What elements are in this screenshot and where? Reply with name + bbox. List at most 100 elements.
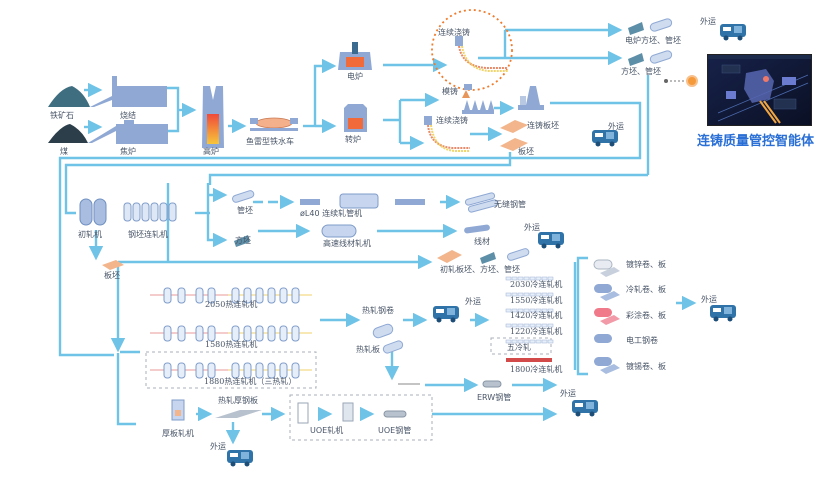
- converter-label: 转炉: [345, 135, 361, 144]
- uoe-press-icon: [297, 402, 309, 424]
- roughing-mill-icon: [79, 198, 107, 226]
- slab-icon: [500, 138, 528, 151]
- cold-product-label: 镀锡卷、板: [626, 362, 666, 371]
- shipping-label: 外运: [701, 295, 717, 304]
- cc-slab-icon: [500, 120, 528, 133]
- cold-mill-icon: [505, 339, 554, 344]
- cold-mill-icon: [505, 276, 554, 281]
- continuous-casting-top-label: 连续浇铸: [438, 28, 470, 37]
- slab-output-icon: [102, 260, 124, 270]
- uoe-mill-icon: [342, 402, 354, 422]
- shipping-truck-icon: [227, 450, 253, 467]
- hot-coil-icon: [372, 323, 394, 339]
- iron-ore-label: 铁矿石: [50, 111, 74, 120]
- coal-pile-icon: [48, 124, 88, 143]
- tube-blank-icon: [232, 190, 255, 203]
- cold-mill-icon: [505, 323, 554, 328]
- roughing-mill-label: 初轧机: [78, 230, 102, 239]
- billet-tube-icon: [628, 50, 673, 66]
- flow-line: [116, 353, 136, 426]
- uoe-pipe-label: UOE钢管: [378, 426, 412, 435]
- cold-mill-label: 2030冷连轧机: [510, 280, 563, 289]
- hot-plate-label: 热轧板: [356, 345, 380, 354]
- heavy-plate-icon: [215, 410, 262, 418]
- connector-dot: [664, 79, 668, 83]
- billet-mill-label: 钢坯连轧机: [128, 230, 168, 239]
- highlight-circle[interactable]: [431, 9, 513, 91]
- square-billet-label: 方坯: [235, 236, 251, 245]
- shipping-truck-icon: [433, 306, 459, 323]
- slab-output-label: 板坯: [104, 271, 120, 280]
- wire-mill-label: 高速线材轧机: [323, 239, 371, 248]
- iron-ore-pile-icon: [48, 86, 90, 107]
- cold-mill-label: 1220冷连轧机: [510, 327, 563, 336]
- pipe-mill-label: øL40 连续轧管机: [300, 209, 363, 218]
- continuous-caster-bottom-icon: [424, 116, 470, 152]
- casting-quality-agent-label[interactable]: 连铸质量管控智能体: [697, 134, 815, 149]
- product-bracket: [576, 256, 588, 376]
- flow-line: [208, 173, 648, 185]
- hot-strip-mill-icon: [150, 325, 312, 342]
- continuous-caster-top-icon: [455, 36, 508, 72]
- seamless-pipe-icon: [464, 192, 499, 213]
- casting-agent-screenshot[interactable]: [707, 54, 812, 126]
- tube-blank-label: 管坯: [237, 206, 253, 215]
- uoe-group: [289, 394, 433, 441]
- hot-mill-1880-label: 1880热连轧机（三热轧）: [204, 377, 297, 386]
- slab-label: 板坯: [518, 147, 534, 156]
- blast-furnace-label: 高炉: [203, 147, 219, 156]
- heavy-plate-label: 热轧厚钢板: [218, 396, 258, 405]
- cold-mill-icon: [505, 308, 554, 313]
- ingot-stripping-icon: [518, 86, 544, 110]
- cold-product-label: 彩涂卷、板: [626, 311, 666, 320]
- electric-furnace-icon: [338, 42, 372, 70]
- shipping-label: 外运: [210, 442, 226, 451]
- shipping-label: 外运: [608, 122, 624, 131]
- torpedo-car-label: 鱼雷型铁水车: [246, 137, 294, 146]
- wire-rod-label: 线材: [474, 237, 490, 246]
- cold-product-label: 冷轧卷、板: [626, 285, 666, 294]
- seamless-pipe-label: 无缝钢管: [494, 200, 526, 209]
- erw-pipe-icon: [482, 380, 502, 388]
- cold-mills: [505, 276, 554, 344]
- cold-mill-icon: [505, 292, 554, 297]
- cold-mill-5-group: [490, 337, 552, 355]
- converter-icon: [344, 104, 367, 132]
- hot-strip-mills: [150, 287, 312, 379]
- cold-product-label: 镀锌卷、板: [626, 260, 666, 269]
- coal-label: 煤: [60, 147, 68, 156]
- coke-oven-label: 焦炉: [120, 147, 136, 156]
- billet-mill-icon: [123, 202, 177, 222]
- rolled-products-label: 初轧板坯、方坯、管坯: [440, 265, 520, 274]
- shipping-truck-icon: [592, 130, 618, 147]
- hot-plate-icon: [382, 340, 404, 354]
- cold-mill-label: 1420冷连轧机: [510, 311, 563, 320]
- plate-mill-icon: [171, 399, 185, 421]
- coke-oven-icon: [88, 120, 168, 144]
- blast-furnace-molten-icon: [207, 114, 219, 144]
- ef-billet-tube-icon: [628, 18, 673, 35]
- wire-mill-icon: [321, 224, 357, 238]
- dashed-groups: [145, 337, 552, 441]
- cold-mill-label: 五冷轧: [507, 343, 531, 352]
- sintering-plant-icon: [90, 76, 167, 107]
- shipping-truck-icon: [538, 232, 564, 249]
- shipping-label: 外运: [465, 297, 481, 306]
- hot-mill-1580-label: 1580热连轧机: [205, 340, 258, 349]
- uoe-mill-label: UOE轧机: [310, 426, 344, 435]
- shipping-truck-icon: [572, 400, 598, 417]
- shipping-label: 外运: [524, 223, 540, 232]
- electric-furnace-label: 电炉: [347, 72, 363, 81]
- flow-line: [64, 152, 512, 215]
- shipping-label: 外运: [700, 17, 716, 26]
- highlight-marker-icon[interactable]: [686, 75, 698, 87]
- flow-line: [206, 183, 228, 248]
- billet-tube-label: 方坯、管坯: [621, 67, 661, 76]
- uoe-pipe-icon: [383, 410, 407, 418]
- shipping-trucks: [227, 24, 746, 467]
- ef-billet-tube-label: 电炉方坯、管坯: [625, 36, 681, 45]
- sintering-label: 烧结: [120, 111, 136, 120]
- square-billet-icon: [234, 235, 250, 247]
- mill-1880-group: [145, 351, 317, 389]
